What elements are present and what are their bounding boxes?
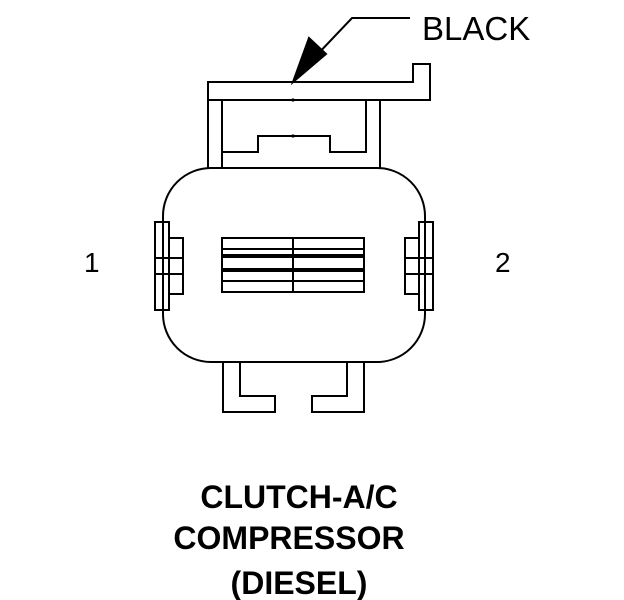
pin-1-label: 1 — [84, 247, 100, 278]
callout-leader — [290, 17, 410, 86]
connector-body — [162, 167, 426, 363]
title-line-2: COMPRESSOR — [173, 520, 404, 556]
bottom-feet — [222, 362, 365, 413]
title-line-3: (DIESEL) — [231, 565, 368, 600]
left-side-tab — [154, 221, 184, 311]
pin-2-label: 2 — [495, 247, 511, 278]
wire-color-label: BLACK — [422, 10, 530, 47]
terminal-cavity-grid — [221, 237, 365, 293]
right-side-tab — [404, 221, 434, 311]
title-line-1: CLUTCH-A/C — [200, 479, 397, 515]
connector-latch — [207, 63, 431, 168]
